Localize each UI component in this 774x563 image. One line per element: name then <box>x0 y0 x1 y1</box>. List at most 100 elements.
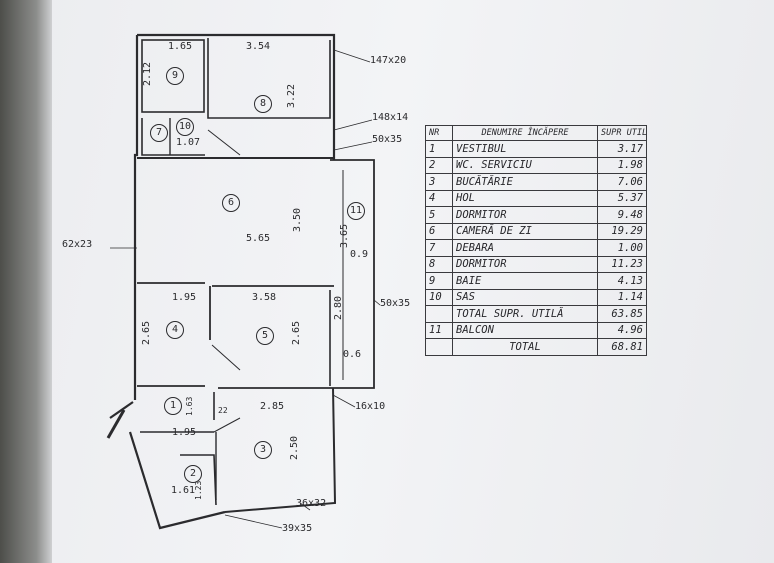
dim-room-6-height: 3.50 <box>292 207 303 232</box>
leader-line <box>373 299 381 306</box>
leader-line <box>333 119 373 131</box>
dim-room-8-height: 3.22 <box>286 83 297 108</box>
room-number-6: 6 <box>222 194 240 212</box>
leader-line <box>333 49 371 63</box>
row-nr: 7 <box>425 239 453 257</box>
row-name: SAS <box>452 288 598 306</box>
header-area: SUPR UTILĂ <box>597 125 647 141</box>
row-area: 19.29 <box>597 222 647 240</box>
dim-room-2-height: 1.23 <box>194 480 203 500</box>
outer-wall <box>128 431 226 530</box>
dim-room-11-height: 3.65 <box>339 223 350 248</box>
row-name: HOL <box>452 189 598 207</box>
room-number-7: 7 <box>150 124 168 142</box>
door-swing <box>207 129 241 156</box>
wall-room-8 <box>207 38 331 119</box>
row-name: CAMERĂ DE ZI <box>452 222 598 240</box>
window-label: 50x35 <box>372 134 403 145</box>
document-sheet <box>40 0 774 563</box>
outer-wall <box>137 33 336 160</box>
leader-line <box>333 141 373 151</box>
row-name: WC. SERVICIU <box>452 156 598 174</box>
leader-line <box>332 394 356 408</box>
row-area: 5.37 <box>597 189 647 207</box>
room-number-1: 1 <box>164 397 182 415</box>
balcony-wall <box>330 159 375 389</box>
row-area: 11.23 <box>597 255 647 273</box>
room-number-5: 5 <box>256 327 274 345</box>
total-area: 68.81 <box>597 338 647 356</box>
room-number-4: 4 <box>166 321 184 339</box>
row-name: DORMITOR <box>452 206 598 224</box>
room-area-table: NR DENUMIRE ÎNCĂPERE SUPR UTILĂ 1VESTIBU… <box>425 125 647 356</box>
dim-room-8-width: 3.54 <box>246 41 271 52</box>
dim-room-1-width: 1.95 <box>172 427 197 438</box>
row-nr: 10 <box>425 288 453 306</box>
row-name: BUCĂTĂRIE <box>452 173 598 191</box>
dim-room-6-width: 5.65 <box>246 233 271 244</box>
window-label: 50x35 <box>380 298 411 309</box>
dim-room-4-width: 1.95 <box>172 292 197 303</box>
row-nr: 8 <box>425 255 453 273</box>
balcony-area: 4.96 <box>597 321 647 339</box>
row-nr: 11 <box>425 321 453 339</box>
outer-wall <box>133 35 139 400</box>
wall-room-10 <box>141 118 205 156</box>
room-number-9: 9 <box>166 67 184 85</box>
dim-room-3-height: 2.50 <box>289 435 300 460</box>
dim-room-2: 1.61 <box>171 485 196 496</box>
row-area: 1.00 <box>597 239 647 257</box>
header-nr: NR <box>425 125 453 141</box>
row-area: 1.98 <box>597 156 647 174</box>
window-label: 147x20 <box>370 55 407 66</box>
dim-room-4-height: 2.65 <box>141 320 152 345</box>
total-label: TOTAL <box>452 338 598 356</box>
dim-room-9-width: 1.65 <box>168 41 193 52</box>
row-area: 7.06 <box>597 173 647 191</box>
row-area: 4.13 <box>597 272 647 290</box>
row-nr: 4 <box>425 189 453 207</box>
row-nr: 2 <box>425 156 453 174</box>
row-name: DORMITOR <box>452 255 598 273</box>
leader-line <box>299 502 311 511</box>
total-util-area: 63.85 <box>597 305 647 323</box>
row-area: 9.48 <box>597 206 647 224</box>
entrance-mark <box>106 409 126 439</box>
row-area: 3.17 <box>597 140 647 158</box>
dim-room-5-height: 2.65 <box>291 320 302 345</box>
row-name: DEBARA <box>452 239 598 257</box>
dim-room-9-height: 2.12 <box>142 61 153 86</box>
room-number-8: 8 <box>254 95 272 113</box>
window-label: 16x10 <box>355 401 386 412</box>
outer-wall <box>109 401 134 419</box>
window-label: 148x14 <box>372 112 409 123</box>
wall-room-9 <box>141 39 205 113</box>
room-number-2: 2 <box>184 465 202 483</box>
dim-room-5-width: 3.58 <box>252 292 277 303</box>
outer-wall <box>224 387 337 513</box>
door-swing <box>213 417 241 433</box>
dim-room-3-width: 2.85 <box>260 401 285 412</box>
dim-0-6: 0.6 <box>343 349 362 360</box>
page-edge-shadow <box>0 0 52 563</box>
row-name: BAIE <box>452 272 598 290</box>
window-label: 36x32 <box>296 498 327 509</box>
row-nr: 6 <box>425 222 453 240</box>
row-nr: 1 <box>425 140 453 158</box>
dim-room-11-width: 0.9 <box>350 249 369 260</box>
row-nr: 3 <box>425 173 453 191</box>
row-nr <box>425 338 453 356</box>
balcony-name: BALCON <box>452 321 598 339</box>
dim-room-10: 1.07 <box>176 137 201 148</box>
